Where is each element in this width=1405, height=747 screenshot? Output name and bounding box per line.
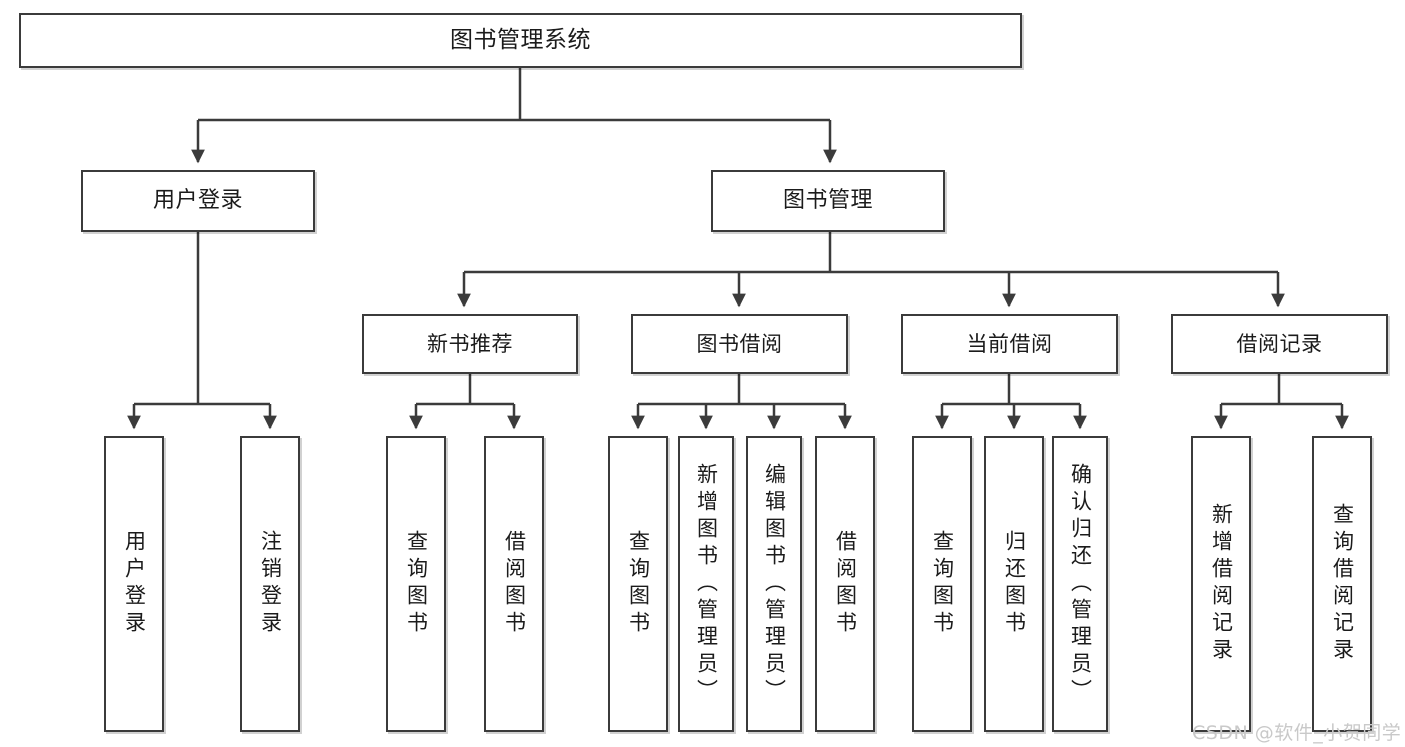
node-book-borrow[interactable]: 图书借阅	[631, 314, 848, 374]
node-leaf-borrow-book-2-label: 借阅图书	[833, 530, 858, 638]
node-leaf-return-book-label: 归还图书	[1002, 530, 1027, 638]
node-leaf-edit-book[interactable]: 编辑图书（管理员）	[746, 436, 802, 732]
node-leaf-edit-book-label: 编辑图书（管理员）	[762, 462, 787, 706]
node-user-login-label: 用户登录	[152, 188, 243, 214]
node-borrow-record-label: 借阅记录	[1236, 331, 1323, 356]
node-leaf-query-book-2[interactable]: 查询图书	[608, 436, 668, 732]
node-book-manage[interactable]: 图书管理	[711, 170, 945, 232]
node-book-borrow-label: 图书借阅	[696, 331, 783, 356]
node-root-label: 图书管理系统	[450, 27, 591, 54]
node-leaf-add-record-label: 新增借阅记录	[1209, 503, 1234, 665]
node-leaf-confirm-return[interactable]: 确认归还（管理员）	[1052, 436, 1108, 732]
node-leaf-query-book-3-label: 查询图书	[930, 530, 955, 638]
node-leaf-user-login-label: 用户登录	[122, 530, 147, 638]
node-leaf-logout-label: 注销登录	[258, 530, 283, 638]
node-leaf-add-record[interactable]: 新增借阅记录	[1191, 436, 1251, 732]
node-leaf-query-book-2-label: 查询图书	[626, 530, 651, 638]
node-leaf-return-book[interactable]: 归还图书	[984, 436, 1044, 732]
node-leaf-borrow-book-1-label: 借阅图书	[502, 530, 527, 638]
node-new-book-recommend[interactable]: 新书推荐	[362, 314, 578, 374]
node-leaf-confirm-return-label: 确认归还（管理员）	[1068, 462, 1093, 706]
node-leaf-borrow-book-2[interactable]: 借阅图书	[815, 436, 875, 732]
node-current-borrow-label: 当前借阅	[966, 331, 1053, 356]
node-leaf-borrow-book-1[interactable]: 借阅图书	[484, 436, 544, 732]
node-leaf-query-record-label: 查询借阅记录	[1330, 503, 1355, 665]
node-current-borrow[interactable]: 当前借阅	[901, 314, 1118, 374]
node-borrow-record[interactable]: 借阅记录	[1171, 314, 1388, 374]
node-leaf-query-record[interactable]: 查询借阅记录	[1312, 436, 1372, 732]
node-leaf-query-book-3[interactable]: 查询图书	[912, 436, 972, 732]
node-leaf-query-book-1[interactable]: 查询图书	[386, 436, 446, 732]
node-root[interactable]: 图书管理系统	[19, 13, 1022, 68]
node-book-manage-label: 图书管理	[782, 188, 873, 214]
csdn-watermark: CSDN @软件_小贺同学	[1192, 722, 1402, 744]
node-new-book-recommend-label: 新书推荐	[427, 331, 513, 356]
node-user-login[interactable]: 用户登录	[81, 170, 315, 232]
node-leaf-logout[interactable]: 注销登录	[240, 436, 300, 732]
node-leaf-add-book[interactable]: 新增图书（管理员）	[678, 436, 734, 732]
node-leaf-query-book-1-label: 查询图书	[404, 530, 429, 638]
node-leaf-user-login[interactable]: 用户登录	[104, 436, 164, 732]
node-leaf-add-book-label: 新增图书（管理员）	[694, 462, 719, 706]
